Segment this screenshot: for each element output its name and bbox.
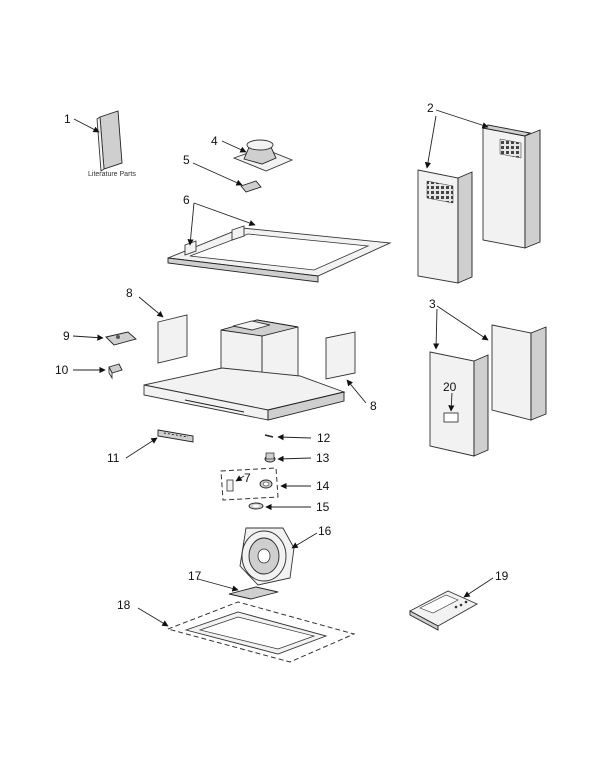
part-6-top-trim: 6 [167,193,392,283]
callout-15: 15 [316,500,330,514]
callout-3: 3 [429,297,436,311]
part-19-control-panel: 19 [409,569,509,631]
callout-12: 12 [317,431,331,445]
part-10-block: 10 [55,363,123,380]
part-18-bottom-frame: 18 [117,598,356,663]
part-16-blower: 16 [239,524,332,586]
callout-17: 17 [188,569,202,583]
part-14-lamp-group: 7 14 [220,467,330,501]
part-3-lower-chimney: 3 20 [429,297,547,457]
callout-13: 13 [316,451,330,465]
callout-8-right: 8 [370,399,377,413]
part-4-duct-collar: 4 [211,134,294,172]
callout-2: 2 [427,101,434,115]
part-5-bracket: 5 [183,153,262,193]
callout-16: 16 [318,524,332,538]
part-12-screw: 12 [264,431,331,445]
callout-7: 7 [244,471,251,485]
callout-11: 11 [107,451,120,465]
part-9-switch: 9 [63,329,137,346]
callout-10: 10 [55,363,69,377]
literature-parts-label: Literature Parts [88,171,136,178]
callout-5: 5 [183,153,190,167]
callout-19: 19 [495,569,509,583]
part-11-light-strip: 11 [107,429,194,465]
hood-canopy [143,319,346,421]
callout-18: 18 [117,598,131,612]
part-15-ring: 15 [248,500,330,514]
part-2-upper-chimney: 2 [417,101,541,284]
callout-20: 20 [443,380,457,394]
callout-8-left: 8 [126,286,133,300]
part-8-side-plates: 8 8 [126,286,377,413]
callout-1: 1 [64,112,71,126]
callout-4: 4 [211,134,218,148]
callout-6: 6 [183,193,190,207]
part-13-knob: 13 [264,451,330,465]
callout-9: 9 [63,329,70,343]
callout-14: 14 [316,479,330,493]
part-17-grille: 17 [188,569,279,600]
part-1-literature: Literature Parts 1 [64,110,136,178]
